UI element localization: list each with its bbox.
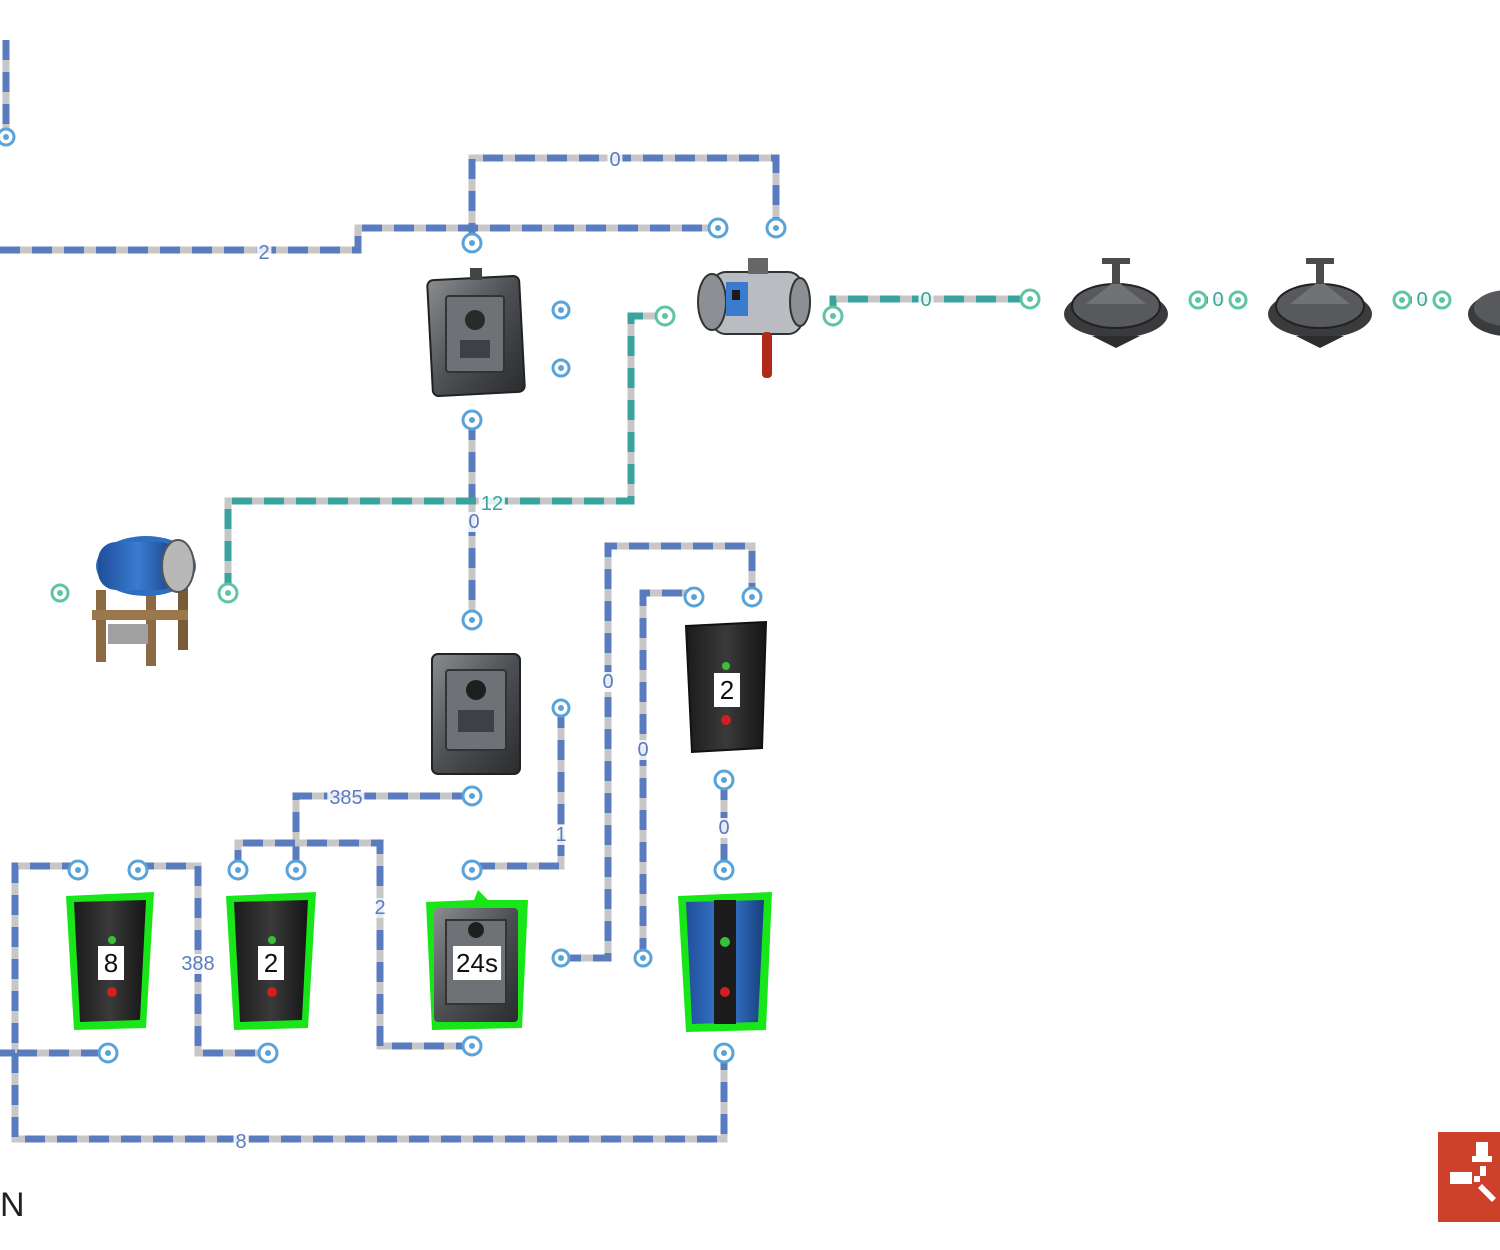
igniter-icon[interactable] bbox=[697, 258, 811, 378]
wire-label-loop-right: 0 bbox=[635, 739, 651, 761]
wire-bottom-return[interactable] bbox=[11, 1053, 728, 1143]
flasher-light-icon[interactable] bbox=[1268, 258, 1372, 348]
rust-logo-glyph bbox=[1450, 1142, 1496, 1202]
wire-label-counter-feed: 385 bbox=[327, 787, 365, 809]
timer-value: 24s bbox=[453, 946, 501, 980]
wire-timer-feed[interactable] bbox=[234, 839, 472, 1050]
wire-label-igniter-chain: 0 bbox=[918, 289, 934, 311]
wire-timer-out[interactable] bbox=[472, 708, 565, 870]
water-tank-icon[interactable] bbox=[92, 536, 196, 666]
wire-label-flasher-link-b: 0 bbox=[1414, 289, 1430, 311]
wire-counter-feed[interactable] bbox=[292, 792, 472, 870]
wire-label-teal-junction: 12 bbox=[478, 493, 506, 515]
wire-top-loop[interactable] bbox=[468, 154, 780, 243]
wire-label-left-feed: 2 bbox=[256, 242, 272, 264]
pipe-tank-to-igniter[interactable] bbox=[224, 312, 665, 593]
wire-label-bottom-return: 8 bbox=[233, 1131, 249, 1153]
corner-text: N bbox=[0, 1186, 25, 1224]
wire-label-switch-link: 0 bbox=[716, 817, 732, 839]
counter-value-top-right: 2 bbox=[714, 673, 740, 707]
wire-label-timer-feed: 2 bbox=[372, 897, 388, 919]
wire-label-mid-vertical: 0 bbox=[466, 511, 482, 533]
wire-label-counter-link: 388 bbox=[179, 953, 217, 975]
flasher-light-icon[interactable] bbox=[1468, 290, 1500, 336]
wire-loop-right[interactable] bbox=[639, 589, 694, 958]
branch-icon[interactable] bbox=[426, 268, 526, 398]
counter-value-left: 8 bbox=[98, 946, 124, 980]
counter-value-mid: 2 bbox=[258, 946, 284, 980]
branch-icon[interactable] bbox=[431, 653, 521, 775]
wire-label-timer-out: 1 bbox=[553, 824, 569, 846]
wire-left-feed[interactable] bbox=[0, 224, 718, 254]
memory-cell-icon[interactable] bbox=[678, 892, 772, 1032]
wire-loop-left[interactable] bbox=[561, 542, 756, 962]
wire-label-top-loop: 0 bbox=[607, 149, 623, 171]
flasher-light-icon[interactable] bbox=[1064, 258, 1168, 348]
wire-label-flasher-link-a: 0 bbox=[1210, 289, 1226, 311]
wire-label-loop-left: 0 bbox=[600, 671, 616, 693]
rust-logo-icon[interactable] bbox=[1438, 1132, 1500, 1222]
